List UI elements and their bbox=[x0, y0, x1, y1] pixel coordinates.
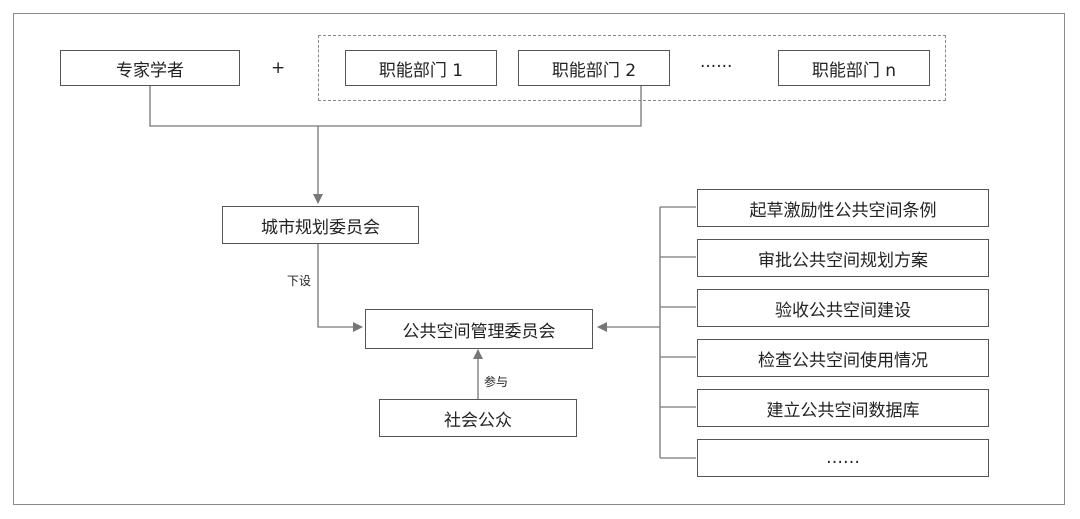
merge-line bbox=[149, 86, 642, 127]
dept-1-box: 职能部门 1 bbox=[345, 50, 497, 86]
duty-item: 检查公共空间使用情况 bbox=[697, 339, 989, 377]
departments-group bbox=[318, 35, 946, 101]
duty-item: 建立公共空间数据库 bbox=[697, 389, 989, 427]
dept-ellipsis: ······ bbox=[700, 57, 733, 77]
duty-item: 验收公共空间建设 bbox=[697, 289, 989, 327]
public-committee-box: 公共空间管理委员会 bbox=[365, 309, 593, 349]
duty-item: 起草激励性公共空间条例 bbox=[697, 189, 989, 227]
duty-item: …… bbox=[697, 439, 989, 477]
public-box: 社会公众 bbox=[379, 399, 577, 437]
diagram-frame bbox=[13, 13, 1065, 505]
city-committee-box: 城市规划委员会 bbox=[222, 206, 419, 244]
dept-n-box: 职能部门 n bbox=[778, 50, 930, 86]
dept-2-box: 职能部门 2 bbox=[518, 50, 670, 86]
participate-label: 参与 bbox=[484, 375, 509, 389]
duty-item: 审批公共空间规划方案 bbox=[697, 239, 989, 277]
setup-label: 下设 bbox=[287, 274, 312, 288]
arrow-setup bbox=[317, 244, 363, 332]
plus-sign: + bbox=[271, 58, 286, 78]
experts-box: 专家学者 bbox=[60, 50, 240, 86]
